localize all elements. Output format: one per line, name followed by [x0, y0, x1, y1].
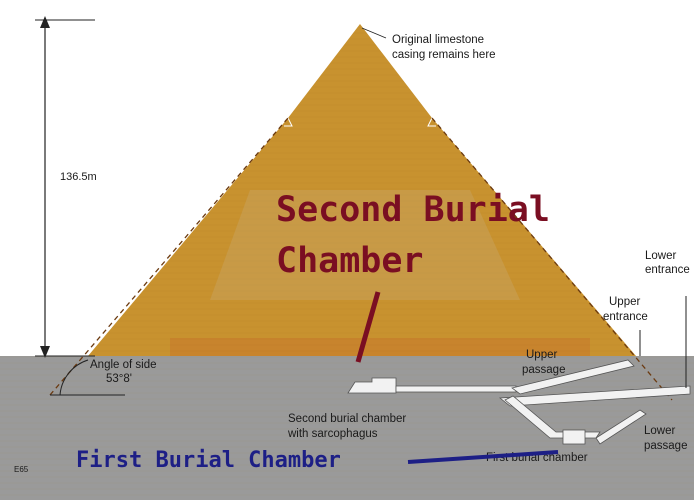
- original-outline-left: [49, 117, 289, 396]
- second-burial-callout-2: Chamber: [276, 241, 424, 281]
- lower-entrance-label-1: Lower: [645, 250, 676, 262]
- second-burial-small-label-1: Second burial chamber: [288, 413, 406, 425]
- first-burial-chamber: [562, 429, 586, 445]
- angle-label-2: 53°8': [106, 373, 132, 385]
- first-burial-pointer: [407, 450, 559, 464]
- first-burial-callout: First Burial Chamber: [76, 448, 341, 473]
- second-burial-chamber: [347, 377, 397, 394]
- corner-mark: E65: [14, 465, 29, 474]
- upper-entrance-label-1: Upper: [609, 296, 640, 308]
- upper-entrance-label-2: entrance: [603, 311, 648, 323]
- pyramid-core: [210, 190, 520, 300]
- casing-label-2: casing remains here: [392, 49, 496, 61]
- casing-label-1: Original limestone: [392, 34, 484, 46]
- original-outline-right: [431, 117, 673, 401]
- height-label: 136.5m: [60, 171, 97, 183]
- lower-passage-label-1: Lower: [644, 425, 675, 437]
- lower-entrance-label-2: entrance: [645, 264, 690, 276]
- second-burial-pointer: [355, 291, 381, 363]
- passage-system: [347, 359, 691, 445]
- second-burial-callout-1: Second Burial: [276, 190, 550, 230]
- upper-passage-label-1: Upper: [526, 349, 557, 361]
- second-burial-small-label-2: with sarcophagus: [287, 428, 378, 440]
- horizontal-corridor: [395, 385, 517, 393]
- lower-descent: [504, 395, 601, 439]
- upper-passage-label-2: passage: [522, 364, 565, 376]
- upper-passage-shape: [511, 359, 635, 395]
- lower-passage-shape: [498, 385, 691, 407]
- lower-passage-label-2: passage: [644, 440, 687, 452]
- angle-label-1: Angle of side: [90, 359, 157, 371]
